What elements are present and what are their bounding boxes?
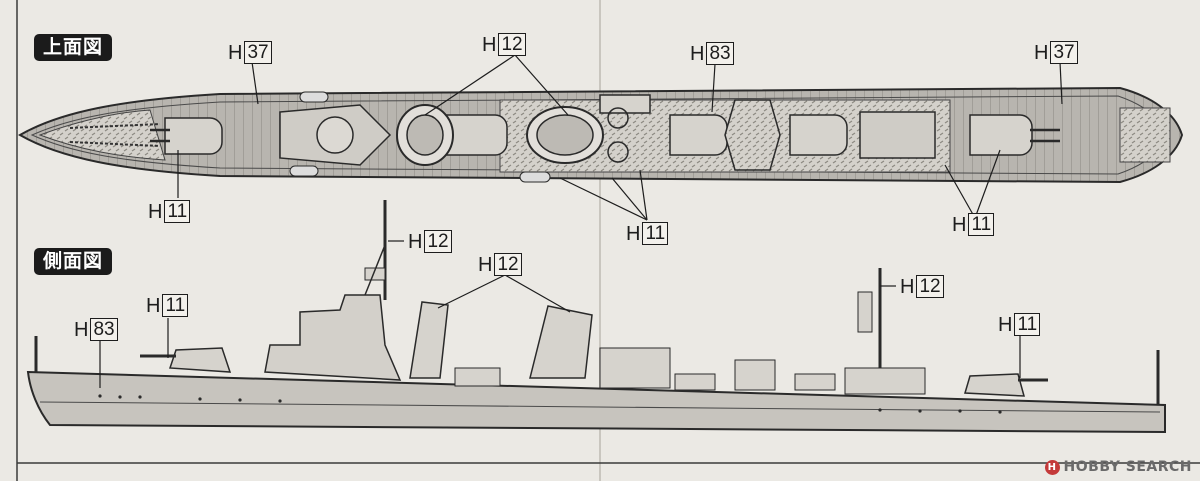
portholes — [98, 394, 1002, 414]
top-view-hull — [17, 86, 1184, 184]
part-number: 37 — [244, 41, 272, 64]
part-number: 83 — [90, 318, 118, 341]
part-number: 12 — [494, 253, 522, 276]
part-number: 11 — [642, 222, 669, 245]
part-number: 12 — [916, 275, 944, 298]
part-number: 11 — [1014, 313, 1041, 336]
top-view-label: 上面図 — [34, 34, 113, 61]
watermark: H HOBBY SEARCH — [1044, 459, 1192, 475]
part-number: 11 — [164, 200, 191, 223]
side-view-hull — [26, 200, 1166, 434]
watermark-text: HOBBY SEARCH — [1063, 459, 1192, 475]
side-view-leaders — [99, 240, 1021, 388]
part-number: 12 — [424, 230, 452, 253]
part-number: 12 — [498, 33, 526, 56]
part-number: 83 — [706, 42, 734, 65]
part-number: 11 — [162, 294, 189, 317]
side-view-label: 側面図 — [34, 248, 113, 275]
hobby-search-logo-icon: H — [1044, 459, 1060, 475]
top-view-leaders — [177, 54, 1063, 221]
part-number: 11 — [968, 213, 995, 236]
part-number: 37 — [1050, 41, 1078, 64]
